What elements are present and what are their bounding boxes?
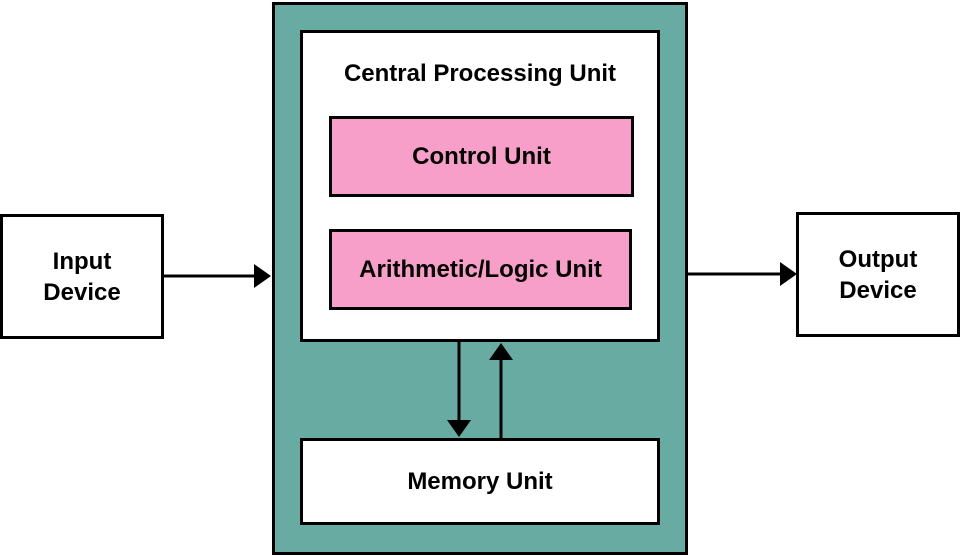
output-device-label: Output Device (838, 245, 918, 304)
cpu-to-memory-arrow-head (447, 420, 471, 437)
control-unit-label: Control Unit (412, 143, 551, 170)
input-device-label: Input Device (43, 247, 121, 306)
output-device-box: Output Device (796, 212, 960, 337)
output-arrow-head (780, 262, 797, 286)
alu-box: Arithmetic/Logic Unit (329, 229, 632, 310)
memory-to-cpu-arrow-head (489, 343, 513, 360)
input-arrow-head (254, 264, 271, 288)
memory-unit-label: Memory Unit (407, 468, 553, 495)
memory-unit-box: Memory Unit (300, 438, 660, 525)
cpu-title: Central Processing Unit (343, 60, 617, 87)
alu-label: Arithmetic/Logic Unit (359, 256, 602, 283)
control-unit-box: Control Unit (329, 116, 634, 197)
input-device-box: Input Device (0, 214, 164, 339)
